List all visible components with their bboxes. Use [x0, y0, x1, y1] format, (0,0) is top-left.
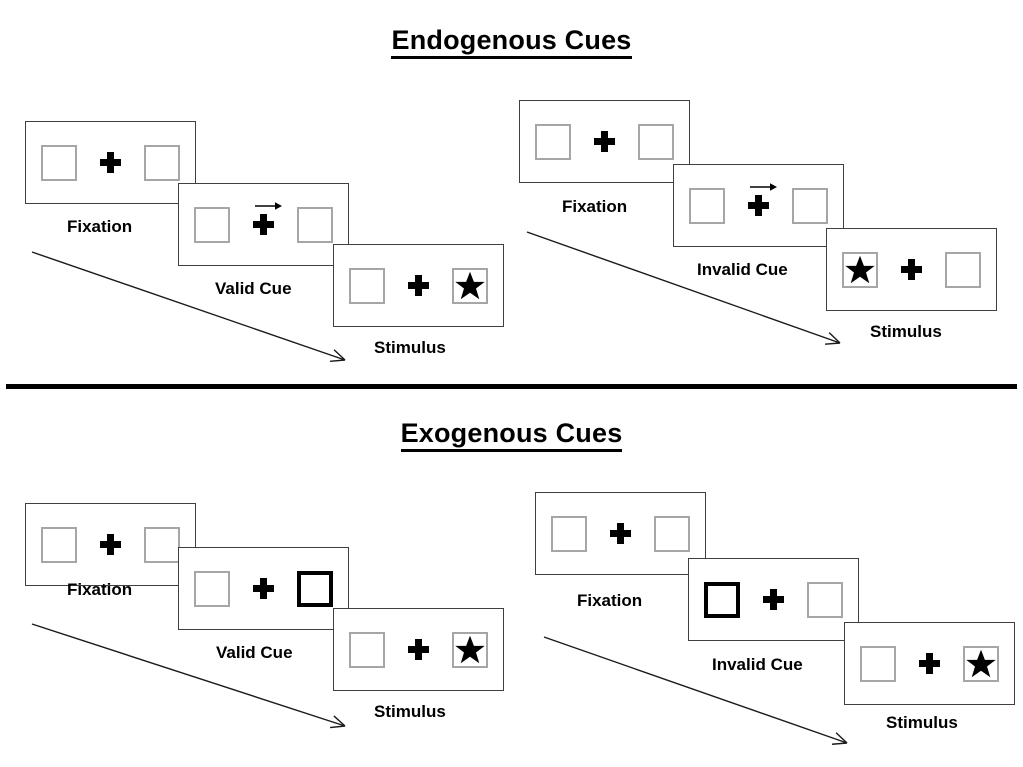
endogenous-invalid-cue-frame	[673, 164, 844, 247]
endogenous-valid-stimulus-left-box	[349, 267, 385, 304]
endogenous-invalid-cue-right-box	[792, 187, 828, 224]
endogenous-valid-cue-label: Valid Cue	[215, 279, 292, 298]
star-icon	[966, 649, 996, 678]
endogenous-invalid-cue-content	[674, 165, 843, 246]
exogenous-invalid-stimulus-center	[919, 653, 940, 674]
endogenous-invalid-stimulus-frame	[826, 228, 997, 311]
exogenous-invalid-cue-center	[763, 589, 784, 610]
exogenous-valid-fixation-label: Fixation	[67, 580, 133, 599]
exogenous-valid-stimulus-content	[334, 609, 503, 690]
exogenous-invalid-fixation-left-box	[551, 515, 587, 552]
exogenous-valid-cue-right-box	[297, 570, 333, 607]
exogenous-valid-fixation-frame	[25, 503, 196, 586]
exogenous-valid-timeline	[31, 623, 346, 729]
endogenous-invalid-stimulus-label: Stimulus	[870, 322, 942, 341]
exogenous-valid-cue-center	[253, 578, 274, 599]
section-divider	[6, 384, 1017, 389]
endogenous-valid-stimulus-content	[334, 245, 503, 326]
endogenous-valid-fixation-left-box	[41, 144, 77, 181]
endogenous-title-text: Endogenous Cues	[391, 25, 632, 59]
endogenous-valid-fixation-right-box	[144, 144, 180, 181]
exogenous-valid-stimulus-frame	[333, 608, 504, 691]
endogenous-valid-fixation-label: Fixation	[67, 217, 133, 236]
exogenous-invalid-cue-frame	[688, 558, 859, 641]
exogenous-invalid-stimulus-label: Stimulus	[886, 713, 958, 732]
exogenous-valid-fixation-left-box	[41, 526, 77, 563]
exogenous-valid-cue-label: Valid Cue	[216, 643, 293, 662]
endogenous-title: Endogenous Cues	[0, 25, 1023, 59]
exogenous-valid-cue-fixation-cross-icon	[253, 578, 274, 599]
exogenous-valid-stimulus-fixation-cross-icon	[408, 639, 429, 660]
exogenous-invalid-fixation-fixation-cross-icon	[610, 523, 631, 544]
exogenous-invalid-fixation-content	[536, 493, 705, 574]
exogenous-title: Exogenous Cues	[0, 418, 1023, 452]
star-icon	[455, 271, 485, 300]
endogenous-invalid-fixation-center	[594, 131, 615, 152]
endogenous-invalid-stimulus-content	[827, 229, 996, 310]
exogenous-invalid-cue-content	[689, 559, 858, 640]
exogenous-invalid-stimulus-left-box	[860, 645, 896, 682]
endogenous-valid-fixation-content	[26, 122, 195, 203]
endogenous-valid-cue-right-box	[297, 206, 333, 243]
endogenous-invalid-stimulus-right-box	[945, 251, 981, 288]
exogenous-invalid-fixation-label: Fixation	[577, 591, 643, 610]
exogenous-valid-stimulus-label: Stimulus	[374, 702, 446, 721]
exogenous-invalid-fixation-frame	[535, 492, 706, 575]
endogenous-invalid-fixation-left-box	[535, 123, 571, 160]
exogenous-valid-stimulus-center	[408, 639, 429, 660]
endogenous-valid-cue-center	[253, 202, 282, 235]
exogenous-title-text: Exogenous Cues	[400, 418, 623, 452]
endogenous-invalid-stimulus-fixation-cross-icon	[901, 259, 922, 280]
exogenous-invalid-stimulus-right-box	[963, 645, 999, 682]
exogenous-invalid-timeline	[543, 636, 848, 745]
endogenous-invalid-fixation-label: Fixation	[562, 197, 628, 216]
endogenous-valid-stimulus-fixation-cross-icon	[408, 275, 429, 296]
exogenous-invalid-stimulus-content	[845, 623, 1014, 704]
endogenous-invalid-fixation-fixation-cross-icon	[594, 131, 615, 152]
exogenous-invalid-cue-left-box	[704, 581, 740, 618]
endogenous-invalid-cue-left-box	[689, 187, 725, 224]
endogenous-valid-stimulus-label: Stimulus	[374, 338, 446, 357]
endogenous-valid-cue-fixation-cross-icon	[253, 214, 274, 235]
star-icon	[455, 635, 485, 664]
endogenous-invalid-cue-fixation-cross-icon	[748, 195, 769, 216]
endogenous-valid-cue-left-box	[194, 206, 230, 243]
endogenous-valid-cue-frame	[178, 183, 349, 266]
exogenous-invalid-stimulus-frame	[844, 622, 1015, 705]
endogenous-valid-cue-content	[179, 184, 348, 265]
exogenous-valid-cue-left-box	[194, 570, 230, 607]
exogenous-invalid-stimulus-fixation-cross-icon	[919, 653, 940, 674]
endogenous-valid-fixation-center	[100, 152, 121, 173]
endogenous-invalid-stimulus-left-box	[842, 251, 878, 288]
endogenous-invalid-fixation-content	[520, 101, 689, 182]
exogenous-invalid-fixation-right-box	[654, 515, 690, 552]
exogenous-valid-cue-content	[179, 548, 348, 629]
exogenous-valid-fixation-right-box	[144, 526, 180, 563]
exogenous-valid-fixation-fixation-cross-icon	[100, 534, 121, 555]
exogenous-valid-cue-frame	[178, 547, 349, 630]
exogenous-valid-stimulus-right-box	[452, 631, 488, 668]
endogenous-valid-fixation-frame	[25, 121, 196, 204]
endogenous-valid-stimulus-frame	[333, 244, 504, 327]
exogenous-valid-fixation-center	[100, 534, 121, 555]
exogenous-invalid-cue-label: Invalid Cue	[712, 655, 803, 674]
arrow-right-cue-icon	[750, 183, 777, 191]
endogenous-invalid-fixation-right-box	[638, 123, 674, 160]
endogenous-invalid-fixation-frame	[519, 100, 690, 183]
endogenous-valid-stimulus-center	[408, 275, 429, 296]
star-icon	[845, 255, 875, 284]
endogenous-invalid-stimulus-center	[901, 259, 922, 280]
exogenous-invalid-cue-fixation-cross-icon	[763, 589, 784, 610]
endogenous-invalid-cue-center	[748, 183, 777, 216]
exogenous-invalid-fixation-center	[610, 523, 631, 544]
arrow-right-cue-icon	[255, 202, 282, 210]
endogenous-invalid-timeline	[526, 231, 841, 345]
endogenous-valid-stimulus-right-box	[452, 267, 488, 304]
endogenous-valid-timeline	[31, 251, 346, 363]
exogenous-valid-fixation-content	[26, 504, 195, 585]
endogenous-invalid-cue-label: Invalid Cue	[697, 260, 788, 279]
exogenous-invalid-cue-right-box	[807, 581, 843, 618]
exogenous-valid-stimulus-left-box	[349, 631, 385, 668]
endogenous-valid-fixation-fixation-cross-icon	[100, 152, 121, 173]
